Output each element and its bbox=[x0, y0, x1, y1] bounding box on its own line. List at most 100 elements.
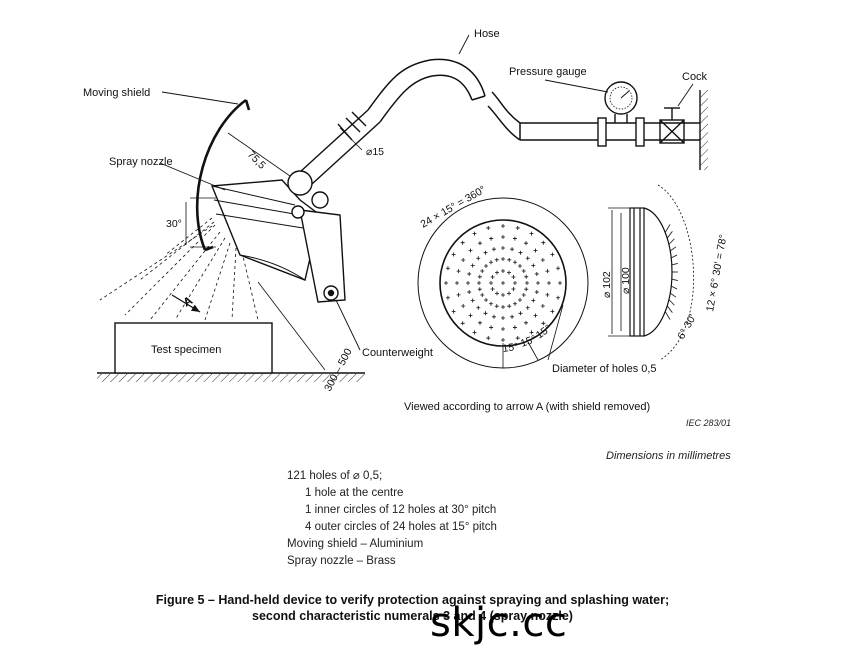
spray-holes bbox=[444, 224, 562, 342]
spray-hole bbox=[529, 330, 534, 335]
spray-hole bbox=[480, 269, 485, 273]
spray-hole bbox=[468, 313, 473, 318]
spray-hole bbox=[456, 292, 461, 297]
spray-hole bbox=[540, 258, 545, 262]
spray-hole bbox=[512, 325, 517, 330]
dim-d100: ⌀ 100 bbox=[620, 267, 632, 294]
dim-15-a: 15° bbox=[502, 341, 519, 355]
cock-valve bbox=[659, 119, 685, 144]
dim-15-b: 15° bbox=[519, 333, 538, 350]
spray-hole bbox=[501, 316, 505, 320]
counterweight-arm bbox=[299, 209, 346, 303]
dim-300-500-text: 300 – 500 bbox=[322, 346, 355, 393]
arc-tick bbox=[670, 246, 677, 252]
spray-hole bbox=[517, 264, 522, 269]
spray-hole bbox=[556, 266, 561, 271]
spray-hole bbox=[489, 301, 493, 306]
label-test-specimen: Test specimen bbox=[151, 344, 221, 356]
spray-hole bbox=[501, 257, 505, 261]
spray-hole bbox=[513, 260, 517, 265]
label-spray-nozzle: Spray nozzle bbox=[109, 156, 173, 168]
spray-hole bbox=[445, 266, 450, 271]
spray-hole bbox=[501, 338, 505, 342]
spray-hole bbox=[467, 271, 472, 276]
spray-hole bbox=[558, 281, 562, 285]
arrow-a bbox=[171, 294, 201, 313]
dim-75-5: 75,5 bbox=[245, 149, 268, 172]
dim-pitch: 24 × 15° = 360° bbox=[419, 184, 488, 231]
spray-hole bbox=[534, 271, 539, 276]
spray-hole bbox=[461, 258, 466, 262]
dim-arc6: 6° 30' bbox=[675, 312, 699, 341]
spray-hole bbox=[507, 257, 512, 262]
spray-hole bbox=[524, 241, 528, 246]
leader-lines bbox=[159, 34, 694, 351]
arc-tick bbox=[666, 305, 673, 313]
caption-line-1: Figure 5 – Hand-held device to verify pr… bbox=[155, 593, 670, 607]
pitch-dimension-arcs bbox=[502, 341, 539, 368]
spray-hole bbox=[494, 257, 499, 262]
spray-hole bbox=[550, 309, 555, 314]
spray-hole bbox=[507, 270, 511, 275]
spray-hole bbox=[489, 325, 494, 330]
spray-hole bbox=[480, 293, 485, 297]
spray-hole bbox=[483, 250, 488, 255]
spray-hole bbox=[477, 274, 482, 279]
hole-pattern-view bbox=[417, 197, 589, 369]
spray-hole bbox=[470, 298, 475, 303]
spray-hole bbox=[483, 311, 488, 316]
spray-hole bbox=[541, 321, 546, 326]
spray-hole bbox=[541, 240, 546, 245]
spray-hole bbox=[476, 256, 481, 261]
spray-hole bbox=[491, 314, 496, 319]
spray-hole bbox=[547, 281, 551, 285]
spray-hole bbox=[518, 311, 523, 316]
spray-hole bbox=[531, 298, 536, 303]
spray-hole bbox=[525, 256, 530, 261]
spray-hole bbox=[477, 281, 481, 285]
label-viewed-according: Viewed according to arrow A (with shield… bbox=[404, 401, 650, 413]
moving-shield bbox=[195, 98, 247, 251]
spray-hole bbox=[489, 236, 494, 241]
spray-hole bbox=[510, 314, 515, 319]
dim-arc78: 12 × 6° 30' = 78° bbox=[704, 233, 729, 312]
spray-hole bbox=[536, 281, 540, 285]
hose bbox=[367, 58, 521, 141]
spray-hole bbox=[525, 281, 529, 285]
spray-hole bbox=[486, 336, 491, 341]
notes-list: 121 holes of ⌀ 0,5; 1 hole at the centre… bbox=[287, 468, 497, 570]
spray-hole bbox=[478, 241, 482, 246]
spray-hole bbox=[531, 263, 536, 268]
note-line: Spray nozzle – Brass bbox=[287, 555, 396, 567]
spray-hole bbox=[466, 281, 470, 285]
dim-15-c: 15° bbox=[534, 323, 554, 342]
arc-tick bbox=[668, 299, 675, 306]
spray-hole bbox=[451, 309, 456, 314]
spray-hole bbox=[533, 313, 538, 318]
spray-hole bbox=[478, 320, 482, 325]
dim-angle-30 bbox=[185, 197, 216, 248]
spray-hole bbox=[455, 281, 459, 285]
dim-30: 30° bbox=[166, 218, 182, 230]
spray-hole bbox=[556, 295, 561, 300]
spray-hole bbox=[524, 274, 529, 279]
spray-hole bbox=[490, 287, 495, 291]
spray-hole bbox=[476, 305, 481, 310]
watermark: skjc.cc bbox=[430, 600, 568, 646]
spray-hole bbox=[501, 327, 505, 331]
label-pressure-gauge: Pressure gauge bbox=[509, 66, 587, 78]
spray-hole bbox=[512, 236, 517, 241]
spray-hole bbox=[489, 260, 493, 265]
dim-d102: ⌀ 102 bbox=[601, 271, 613, 298]
supply-pipe bbox=[520, 81, 708, 170]
spray-hole bbox=[510, 247, 515, 252]
caption-line-2: second characteristic numerals 3 and 4 (… bbox=[252, 609, 573, 623]
label-counterweight: Counterweight bbox=[362, 347, 433, 359]
spray-hole bbox=[501, 246, 505, 250]
spray-hole bbox=[495, 270, 499, 275]
spray-hole bbox=[513, 301, 517, 306]
spray-hole bbox=[525, 305, 530, 310]
spray-hole bbox=[445, 295, 450, 300]
spray-hole bbox=[501, 281, 505, 285]
